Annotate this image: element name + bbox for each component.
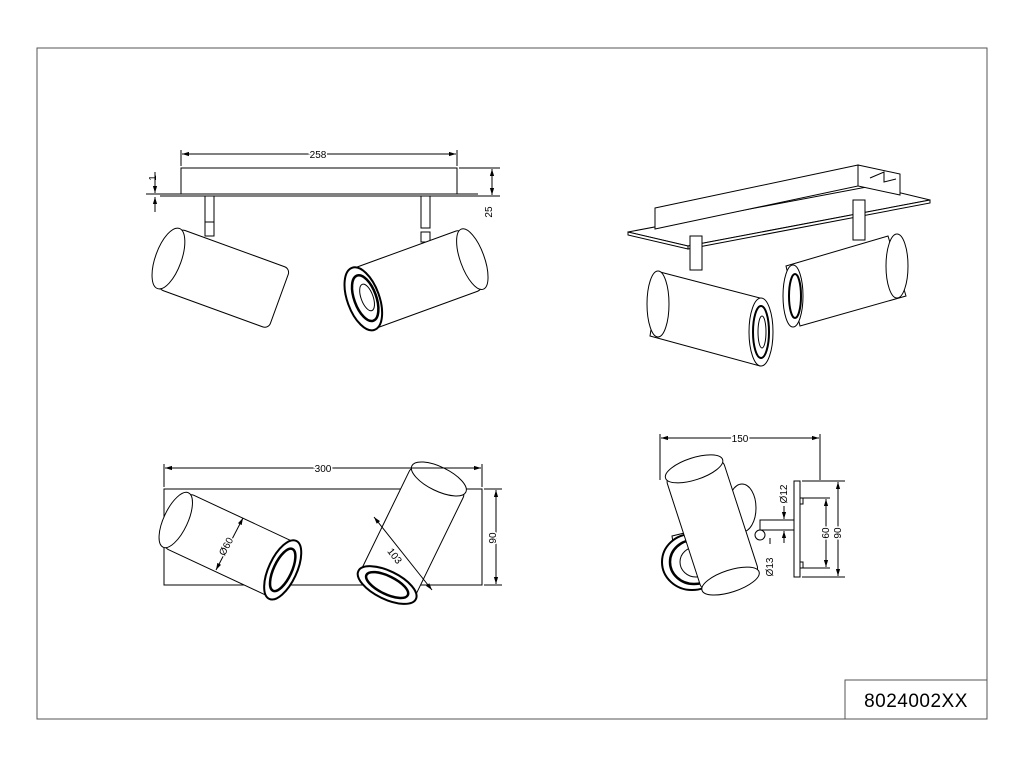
side-rod <box>759 519 795 531</box>
side-view <box>659 434 845 596</box>
front-spot-left <box>151 227 290 328</box>
front-width-label: 258 <box>310 150 327 161</box>
side-mount-outer-label: 90 <box>833 527 844 539</box>
side-spot-main <box>664 454 760 596</box>
iso-spot-right <box>782 233 909 328</box>
front-height-label: 25 <box>484 206 495 218</box>
iso-spot-left <box>646 270 774 367</box>
sheet-border <box>36 47 988 720</box>
iso-stem-right <box>852 199 866 241</box>
front-plate-thickness-label: 1 <box>148 175 159 181</box>
iso-stem-left <box>689 235 703 271</box>
side-width-label: 150 <box>732 434 749 445</box>
top-view <box>158 461 502 605</box>
top-length-label: 300 <box>315 464 332 475</box>
side-rod-diameter-label: Ø12 <box>779 484 790 503</box>
model-number: 8024002XX <box>864 691 968 712</box>
side-mount-plate <box>793 480 801 578</box>
front-stem-right <box>420 195 431 229</box>
front-spot-right <box>343 228 489 332</box>
side-mount-inner-label: 60 <box>821 527 832 539</box>
isometric-view <box>627 164 931 367</box>
top-depth-label: 90 <box>488 532 499 544</box>
side-joint-diameter-label: Ø13 <box>765 557 776 576</box>
front-base-plate <box>180 167 458 195</box>
front-view <box>146 150 500 332</box>
title-block: 8024002XX <box>844 679 988 720</box>
